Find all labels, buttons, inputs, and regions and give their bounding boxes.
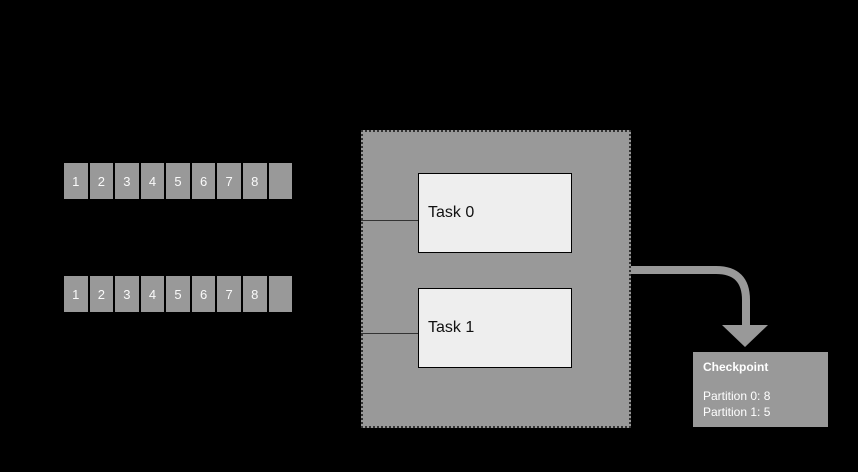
partition-1-cell: 3	[115, 276, 139, 312]
partition-0-cell: 7	[217, 163, 241, 199]
task-0-label: Task 0	[428, 204, 475, 221]
partition-0-cell: 8	[242, 163, 267, 199]
checkpoint-title: Checkpoint	[703, 360, 769, 374]
partition-strip-0: 1 2 3 4 5 6 7 8	[64, 163, 293, 199]
checkpoint-entry-partition-0: Partition 0: 8	[703, 389, 771, 403]
partition-1-cell: 8	[242, 276, 267, 312]
partition-0-cell: 1	[64, 163, 88, 199]
partition-1-cell: 6	[191, 276, 216, 312]
checkpoint-arrow-head	[722, 325, 768, 347]
task-0-box: Task 0	[418, 173, 572, 253]
partition-1-cell: 7	[217, 276, 241, 312]
task-0-connector-line	[361, 220, 418, 221]
partition-0-cell: 3	[115, 163, 139, 199]
checkpoint-entry-partition-1: Partition 1: 5	[703, 405, 771, 419]
partition-0-cell-empty	[268, 163, 293, 199]
task-1-box: Task 1	[418, 288, 572, 368]
partition-1-cell: 1	[64, 276, 88, 312]
partition-0-cell: 2	[89, 163, 114, 199]
partition-1-cell-empty	[268, 276, 293, 312]
partition-1-cell: 2	[89, 276, 114, 312]
partition-1-cell: 5	[166, 276, 190, 312]
task-1-label: Task 1	[428, 319, 475, 336]
checkpoint-arrow-shaft	[631, 266, 750, 326]
checkpoint-box: Checkpoint Partition 0: 8 Partition 1: 5	[693, 352, 828, 427]
checkpoint-arrow-icon	[631, 266, 768, 347]
partition-0-cell: 6	[191, 163, 216, 199]
partition-1-cell: 4	[140, 276, 165, 312]
stage-container: Task 0 Task 1	[361, 130, 631, 428]
task-1-connector-line	[361, 333, 418, 334]
partition-0-cell: 4	[140, 163, 165, 199]
partition-0-cell: 5	[166, 163, 190, 199]
partition-strip-1: 1 2 3 4 5 6 7 8	[64, 276, 293, 312]
